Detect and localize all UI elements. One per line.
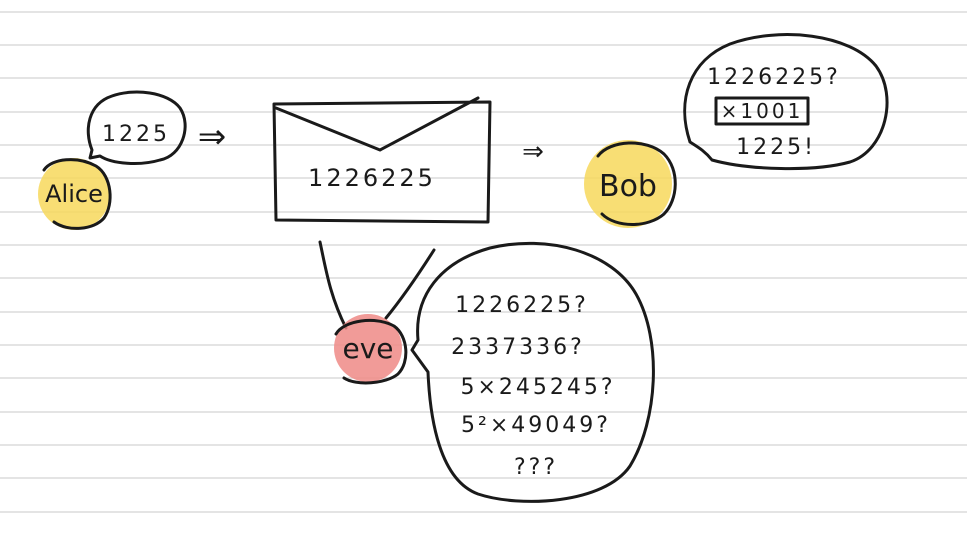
bob-line-2: ×1001 (721, 99, 804, 123)
alice-bubble-outline (86, 90, 187, 165)
eve-outline (334, 319, 408, 385)
eve-line-1: 1226225? (455, 293, 589, 318)
alice-circle (38, 158, 110, 230)
bob-bubble-outline (683, 33, 889, 171)
eve-label: eve (342, 332, 393, 365)
bob-circle (584, 140, 672, 228)
eve-bubble-outline (410, 241, 655, 503)
envelope-outline (272, 100, 492, 224)
bob-node: Bob (584, 140, 677, 228)
bob-outline (596, 141, 677, 226)
ruled-lines (0, 11, 967, 513)
envelope: 1226225 (272, 96, 492, 224)
eve-line-3: 5×245245? (460, 375, 615, 400)
bob-multiplier-box (714, 96, 810, 126)
bob-bubble: 1226225? ×1001 1225! (683, 33, 889, 171)
alice-label: Alice (45, 180, 103, 208)
alice-outline (42, 158, 112, 230)
wiretap-right (384, 248, 436, 320)
arrow-alice-to-envelope: ⇒ (198, 117, 227, 157)
alice-message: 1225 (102, 122, 170, 147)
eve-circle (334, 314, 402, 382)
bob-line-1: 1226225? (707, 65, 841, 90)
eve-line-5: ??? (514, 455, 558, 480)
alice-node: Alice (38, 158, 112, 230)
bob-line-3: 1225! (736, 135, 816, 160)
eve-line-2: 2337336? (451, 335, 585, 360)
arrow-envelope-to-bob: ⇒ (522, 137, 544, 167)
eve-node: eve (334, 314, 408, 385)
bob-label: Bob (599, 169, 657, 204)
eve-bubble: 1226225? 2337336? 5×245245? 5²×49049? ??… (410, 241, 655, 503)
envelope-content: 1226225 (308, 164, 436, 192)
alice-bubble: 1225 (86, 90, 187, 165)
eve-line-4: 5²×49049? (461, 413, 611, 438)
wiretap-left (318, 240, 348, 330)
envelope-flap (274, 96, 480, 152)
